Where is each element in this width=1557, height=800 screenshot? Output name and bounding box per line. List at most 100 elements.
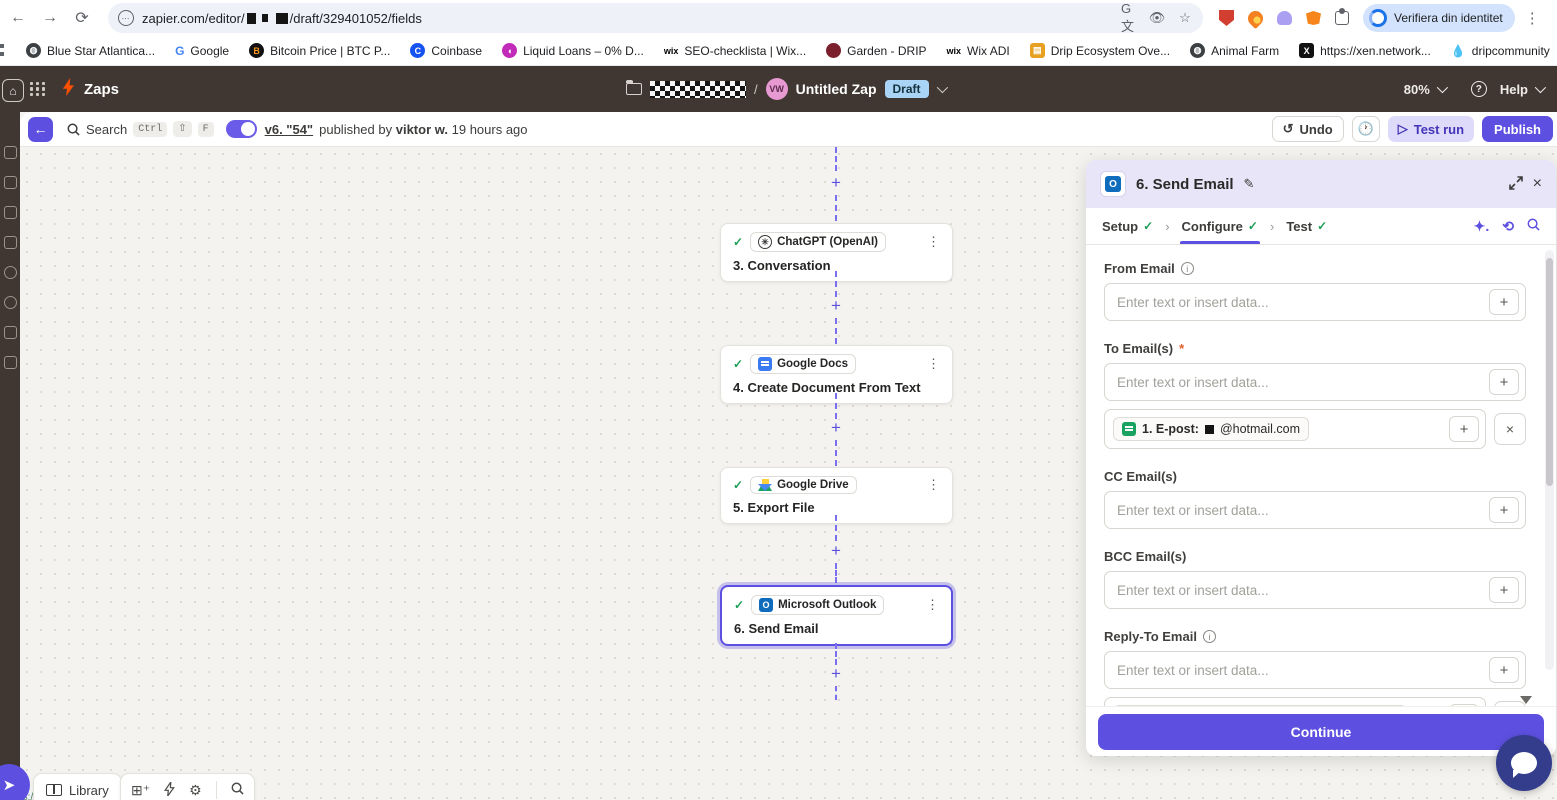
browser-menu-icon[interactable]: ⋮ xyxy=(1524,10,1540,27)
tab-configure[interactable]: Configure✓ xyxy=(1179,208,1261,244)
browser-profile-chip[interactable]: Verifiera din identitet xyxy=(1363,4,1515,32)
add-step-button[interactable]: + xyxy=(828,174,844,191)
bolt-tool-icon[interactable] xyxy=(164,779,176,799)
chat-icon[interactable] xyxy=(4,206,17,219)
add-step-button[interactable]: + xyxy=(828,542,844,559)
to-email-field[interactable]: + xyxy=(1104,363,1526,401)
back-button[interactable]: ← xyxy=(28,116,53,142)
insert-data-button[interactable]: + xyxy=(1489,497,1519,523)
wrench-icon[interactable]: ⚙ xyxy=(189,781,202,798)
tab-test[interactable]: Test✓ xyxy=(1286,218,1328,234)
step-card-google-docs[interactable]: ✓ Google Docs ⋮ 4. Create Document From … xyxy=(720,345,953,404)
forward-icon[interactable]: → xyxy=(42,9,58,26)
info-icon[interactable]: i xyxy=(1202,630,1216,643)
mapped-field-chip[interactable]: 1. E-post: @hotmail.com xyxy=(1113,417,1310,441)
support-chat-button[interactable] xyxy=(1496,735,1552,791)
run-history-button[interactable]: 🕐 xyxy=(1351,116,1380,142)
bookmark-item[interactable]: 💧dripcommunity xyxy=(1450,43,1550,58)
publish-button[interactable]: Publish xyxy=(1482,116,1553,142)
phantom-extension-icon[interactable] xyxy=(1277,11,1292,25)
insert-data-button[interactable]: + xyxy=(1489,657,1519,683)
reply-to-input[interactable] xyxy=(1117,662,1489,678)
address-bar[interactable]: ⋯ zapier.com/editor/ /draft/329401052/fi… xyxy=(108,1,1203,34)
to-email-input[interactable] xyxy=(1117,374,1489,390)
cc-email-input[interactable] xyxy=(1117,502,1489,518)
flow-icon[interactable] xyxy=(4,146,17,159)
stack-icon[interactable] xyxy=(4,356,17,369)
add-step-button[interactable]: + xyxy=(828,665,844,682)
mapped-value-box[interactable]: 1. E-post: @hotmail.com + xyxy=(1104,409,1486,449)
help-dropdown[interactable]: ?Help xyxy=(1470,81,1547,97)
library-button[interactable]: Library xyxy=(33,773,122,800)
metamask-extension-icon[interactable] xyxy=(1306,11,1321,25)
insert-data-button[interactable]: + xyxy=(1489,577,1519,603)
url-text[interactable]: zapier.com/editor/ /draft/329401052/fiel… xyxy=(142,10,422,26)
site-info-icon[interactable]: ⋯ xyxy=(118,10,134,26)
step-menu-icon[interactable]: ⋮ xyxy=(926,597,939,612)
tab-setup[interactable]: Setup✓ xyxy=(1102,218,1154,234)
undo-button[interactable]: ↺Undo xyxy=(1271,116,1344,142)
from-email-input[interactable] xyxy=(1117,294,1489,310)
cc-email-field[interactable]: + xyxy=(1104,491,1526,529)
step-menu-icon[interactable]: ⋮ xyxy=(927,477,940,492)
mapped-value-box[interactable]: 1. E-postadress: @hotmail.com + xyxy=(1104,697,1486,706)
insert-data-button[interactable]: + xyxy=(1449,416,1479,442)
from-email-field[interactable]: + xyxy=(1104,283,1526,321)
continue-button[interactable]: Continue xyxy=(1098,714,1544,750)
blocks-icon[interactable]: ⊞⁺ xyxy=(131,781,151,798)
history-icon[interactable] xyxy=(4,266,17,279)
share-icon[interactable] xyxy=(4,176,17,189)
step-menu-icon[interactable]: ⋮ xyxy=(927,234,940,249)
info-icon[interactable]: i xyxy=(1180,262,1194,275)
scroll-down-indicator[interactable] xyxy=(1520,696,1532,704)
notes-icon[interactable] xyxy=(4,236,17,249)
expand-icon[interactable] xyxy=(1508,175,1523,193)
reply-to-field[interactable]: + xyxy=(1104,651,1526,689)
bookmark-item[interactable]: ◍Blue Star Atlantica... xyxy=(26,43,155,58)
refresh-icon[interactable]: ⟲ xyxy=(1502,217,1514,234)
translate-icon[interactable]: G文 xyxy=(1121,1,1135,34)
zap-title[interactable]: Untitled Zap xyxy=(795,81,877,97)
flame-extension-icon[interactable] xyxy=(1244,7,1267,29)
zoom-level-dropdown[interactable]: 80% xyxy=(1404,82,1448,97)
add-step-button[interactable]: + xyxy=(828,297,844,314)
apps-shortcut-icon[interactable] xyxy=(0,43,4,58)
extensions-puzzle-icon[interactable] xyxy=(1335,8,1349,25)
add-step-button[interactable]: + xyxy=(828,419,844,436)
search-control[interactable]: Search Ctrl ⇧ F xyxy=(67,121,214,137)
close-icon[interactable]: × xyxy=(1532,175,1542,192)
reload-icon[interactable]: ⟳ xyxy=(75,10,89,27)
bookmark-star-icon[interactable]: ☆ xyxy=(1179,10,1191,25)
canvas-search-icon[interactable] xyxy=(231,782,244,798)
bookmark-item[interactable]: ◖Liquid Loans – 0% D... xyxy=(502,43,644,58)
panel-scrollbar[interactable] xyxy=(1545,250,1554,670)
bcc-email-field[interactable]: + xyxy=(1104,571,1526,609)
bookmark-item[interactable]: ◍Animal Farm xyxy=(1190,43,1279,58)
settings-icon[interactable] xyxy=(4,326,17,339)
version-history-toggle[interactable] xyxy=(225,120,257,138)
version-link[interactable]: v6. "54" xyxy=(264,121,314,137)
shield-extension-icon[interactable] xyxy=(1219,10,1234,26)
back-icon[interactable]: ← xyxy=(10,9,26,26)
test-run-button[interactable]: ▷Test run xyxy=(1387,116,1475,142)
insert-data-button[interactable]: + xyxy=(1489,289,1519,315)
bookmark-item[interactable]: Garden - DRIP xyxy=(826,43,927,58)
bookmark-item[interactable]: ▤Drip Ecosystem Ove... xyxy=(1029,43,1170,58)
app-grid-icon[interactable] xyxy=(30,81,45,97)
eye-off-icon[interactable]: 👁 xyxy=(1148,10,1166,25)
insert-data-button[interactable]: + xyxy=(1489,369,1519,395)
bcc-email-input[interactable] xyxy=(1117,582,1489,598)
rename-pencil-icon[interactable]: ✎ xyxy=(1243,176,1255,191)
step-card-google-drive[interactable]: ✓ Google Drive ⋮ 5. Export File xyxy=(720,467,953,524)
remove-value-button[interactable]: × xyxy=(1494,413,1526,445)
chevron-down-icon[interactable] xyxy=(936,81,948,94)
ai-sparkle-icon[interactable]: ✦. xyxy=(1473,217,1490,234)
home-icon[interactable]: ⌂ xyxy=(2,79,24,102)
panel-search-icon[interactable] xyxy=(1527,218,1540,235)
